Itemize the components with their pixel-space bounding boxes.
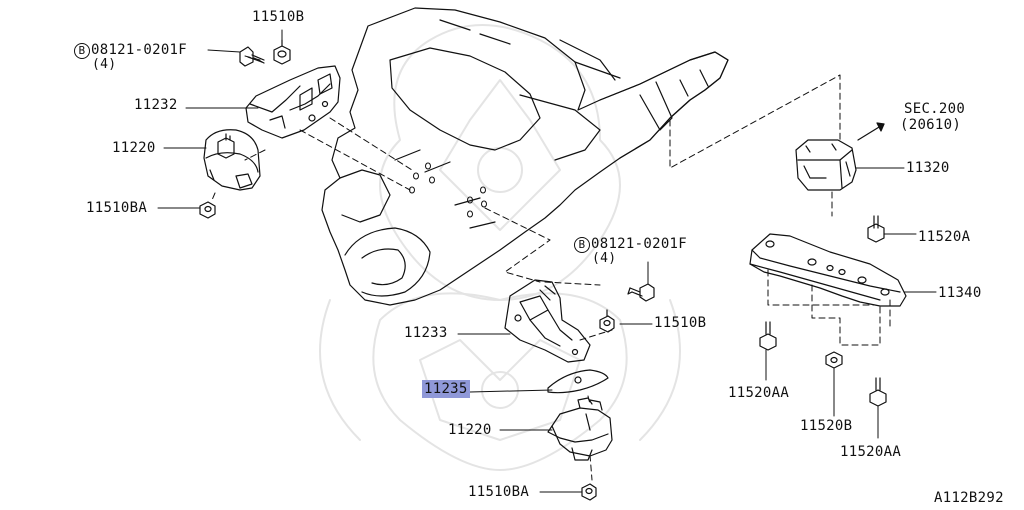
bolt-member-left [759, 321, 777, 351]
label-nut-member: 11520B [800, 418, 853, 434]
nut-rear-lower [581, 483, 597, 501]
label-bolt-member-right: 11520AA [840, 444, 902, 460]
label-heat-shield[interactable]: 11235 [422, 380, 470, 398]
watermark-emblem [319, 24, 681, 471]
assembly-lines [211, 55, 891, 481]
label-section-sub: (20610) [900, 117, 962, 133]
circled-b-icon: B [74, 43, 90, 59]
label-nut-mid: 11510B [654, 315, 707, 331]
heat-shield [547, 369, 609, 394]
label-nut-rear-lower: 11510BA [468, 484, 530, 500]
label-bolt-top-qty: (4) [92, 57, 117, 72]
label-bracket-rear: 11233 [404, 325, 448, 341]
label-insulator-front: 11220 [112, 140, 156, 156]
engine-assembly [321, 7, 729, 306]
nut-front-lower [199, 201, 216, 219]
bolt-member-right [869, 377, 887, 407]
bolt-member-top [867, 215, 885, 243]
label-insulator-rear: 11220 [448, 422, 492, 438]
bracket-front [245, 65, 341, 139]
label-bolt-mid-qty: (4) [592, 251, 617, 266]
bolt-mid [627, 283, 655, 302]
label-mount-rear: 11320 [906, 160, 950, 176]
label-bracket-front: 11232 [134, 97, 178, 113]
label-member-rear: 11340 [938, 285, 982, 301]
bracket-rear [504, 279, 591, 363]
member-rear [749, 233, 907, 307]
label-section-ref: SEC.200 [904, 101, 966, 117]
label-bolt-top-number: 08121-0201F [91, 42, 188, 58]
bolt-top [239, 46, 265, 67]
label-bolt-mid-number: 08121-0201F [591, 236, 688, 252]
nut-top [273, 39, 291, 65]
nut-member [825, 351, 843, 369]
label-bolt-member-left: 11520AA [728, 385, 790, 401]
label-nut-front-lower: 11510BA [86, 200, 148, 216]
engine-mount-holes [409, 162, 487, 218]
diagram-ref-code: A112B292 [934, 490, 1004, 506]
sec-arrow [857, 122, 885, 141]
label-bolt-member: 11520A [918, 229, 971, 245]
mount-rear [795, 139, 857, 191]
insulator-front [203, 129, 261, 191]
insulator-rear [547, 397, 613, 461]
circled-b-icon: B [574, 237, 590, 253]
nut-mid [599, 309, 615, 333]
leader-lines [157, 29, 937, 493]
label-nut-top: 11510B [252, 9, 305, 25]
